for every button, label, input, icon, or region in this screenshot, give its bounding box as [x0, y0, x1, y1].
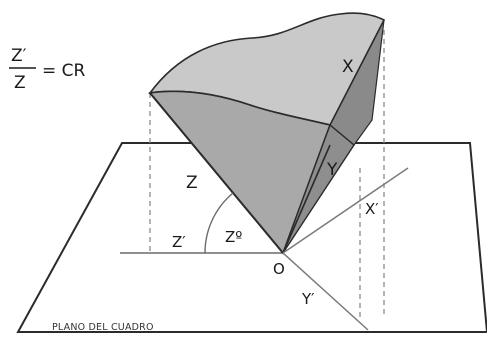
ray-y-prime [282, 252, 369, 331]
plane-label: PLANO DEL CUADRO [52, 322, 154, 333]
ray-x-prime [282, 167, 409, 254]
ratio-formula: Z′ Z = CR [9, 46, 86, 93]
angle-arc [204, 192, 234, 254]
label-z: Z [186, 173, 198, 193]
label-origin: O [273, 260, 285, 278]
label-z-prime: Z′ [172, 233, 186, 251]
label-x-prime: X′ [365, 200, 379, 218]
solid-front-face [148, 90, 332, 255]
formula-numerator: Z′ [11, 46, 27, 66]
label-y-prime: Y′ [301, 290, 315, 308]
edge-z [149, 92, 284, 254]
label-y: Y [326, 160, 338, 180]
label-z-zero: Zº [225, 228, 242, 246]
solid-right-face [282, 123, 355, 254]
edge-y [282, 144, 331, 254]
formula-denominator: Z [14, 73, 26, 93]
label-x: X [342, 57, 354, 77]
formula-rhs: = CR [42, 61, 86, 81]
